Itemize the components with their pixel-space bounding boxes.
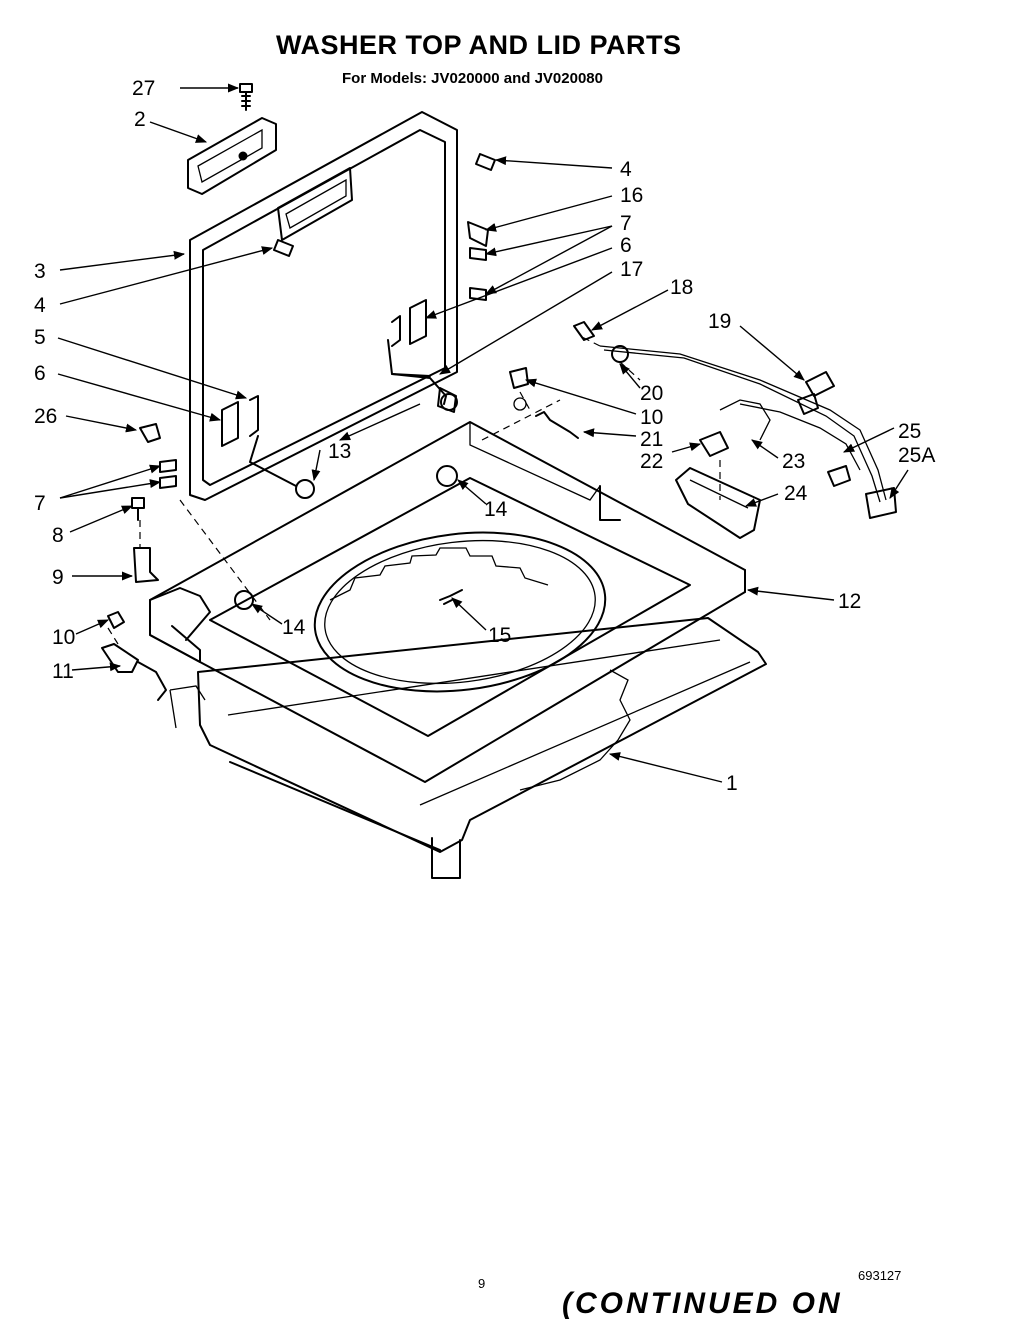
diagram-title: WASHER TOP AND LID PARTS <box>276 30 682 60</box>
callout-19: 19 <box>708 310 731 333</box>
callout-20: 20 <box>640 382 663 405</box>
callout-2: 2 <box>134 108 146 131</box>
bolt-8 <box>131 497 145 521</box>
callout-12: 12 <box>838 590 861 613</box>
callout-4-upper: 4 <box>620 158 632 181</box>
callout-17: 17 <box>620 258 643 281</box>
plug-10-left <box>107 611 125 629</box>
callout-4-lower: 4 <box>34 294 46 317</box>
callout-3: 3 <box>34 260 46 283</box>
bracket-9 <box>133 547 159 583</box>
callout-6-right: 6 <box>620 234 632 257</box>
lid-catch-16 <box>467 221 489 247</box>
callout-14-lower: 14 <box>282 616 306 639</box>
callout-7-left: 7 <box>34 492 46 515</box>
lid-handle <box>187 117 277 195</box>
spring-21 <box>535 411 579 439</box>
callout-5: 5 <box>34 326 46 349</box>
callout-26: 26 <box>34 405 57 428</box>
callout-15: 15 <box>488 624 511 647</box>
drawing-number: 693127 <box>858 1268 902 1283</box>
callout-13: 13 <box>328 440 351 463</box>
bumper-13 <box>437 387 457 413</box>
hinge-plate-6-right <box>387 299 458 411</box>
screws-7-right <box>469 247 487 301</box>
bumper-14-upper <box>436 465 458 487</box>
callout-10-right: 10 <box>640 406 663 429</box>
continued-notice: (CONTINUED ON <box>562 1287 843 1320</box>
switch-actuator-19 <box>797 371 835 415</box>
callout-1: 1 <box>726 772 738 795</box>
bumper-4-lower <box>273 239 294 257</box>
cover-24 <box>675 467 761 539</box>
cabinet-top-base <box>169 617 767 879</box>
washer-top-panel <box>149 421 746 783</box>
callout-24: 24 <box>784 482 808 505</box>
leader-lines <box>57 83 909 783</box>
callout-16: 16 <box>620 184 643 207</box>
callout-10-left: 10 <box>52 626 75 649</box>
callout-18: 18 <box>670 276 693 299</box>
callout-11: 11 <box>52 660 74 683</box>
screw-27 <box>239 83 253 111</box>
callout-21: 21 <box>640 428 663 451</box>
models-subtitle: For Models: JV020000 and JV020080 <box>342 70 603 87</box>
wire-harness-25 <box>599 345 887 503</box>
callout-25a: 25A <box>898 444 935 467</box>
wire-23 <box>827 465 851 487</box>
callout-7-right: 7 <box>620 212 632 235</box>
page-number: 9 <box>478 1276 486 1291</box>
switch-22 <box>699 431 729 457</box>
lid-switch-18 <box>573 321 595 341</box>
callout-25: 25 <box>898 420 921 443</box>
plug-10-right <box>509 367 529 411</box>
bumper-14-lower <box>234 590 254 610</box>
bumper-4-upper <box>475 153 496 171</box>
callout-labels: 27 2 4 16 7 6 17 3 4 18 19 5 6 20 26 10 … <box>34 77 935 795</box>
clip-26 <box>139 423 161 443</box>
callout-8: 8 <box>52 524 64 547</box>
hinge-left-5-6 <box>221 395 315 499</box>
callout-23: 23 <box>782 450 805 473</box>
assembly-guides <box>107 335 721 645</box>
hinge-rod-17 <box>391 373 431 377</box>
callout-6-left: 6 <box>34 362 46 385</box>
screws-7-left <box>159 459 177 489</box>
screw-15 <box>439 589 463 605</box>
callout-14-upper: 14 <box>484 498 508 521</box>
callout-9: 9 <box>52 566 64 589</box>
callout-27: 27 <box>132 77 155 100</box>
connector-25a <box>865 487 897 519</box>
callout-22: 22 <box>640 450 663 473</box>
switch-11 <box>101 643 167 701</box>
